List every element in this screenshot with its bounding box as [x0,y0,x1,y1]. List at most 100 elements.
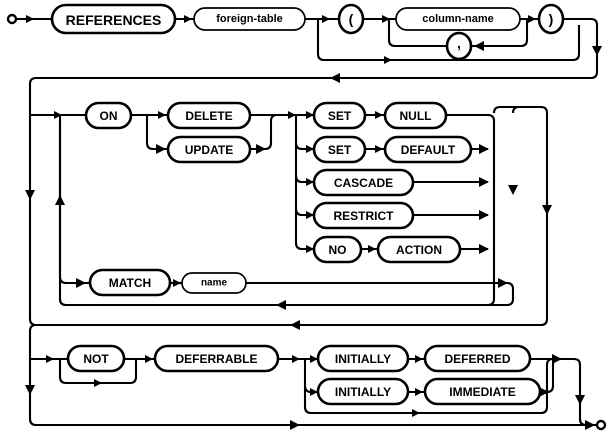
node-initially-deferred-box[interactable] [316,344,410,373]
node-restrict-box[interactable] [312,201,415,230]
node-lparen[interactable]: ( [337,3,365,35]
rail-section2-outer-right [492,105,549,327]
node-set-null[interactable]: SET [312,101,367,130]
node-name-box[interactable] [181,272,247,294]
node-comma[interactable]: , [445,31,473,61]
arrowhead-section3-bottom [290,420,300,430]
node-foreign-table-box[interactable] [193,7,306,31]
node-set-default-box[interactable] [312,135,367,164]
rail-initially-bypass-collector [540,357,554,415]
node-foreign-table-label: foreign-table [216,13,283,25]
node-restrict[interactable]: RESTRICT [312,201,415,230]
arrowhead-setdefault-in [306,145,314,153]
node-initially-immediate-box[interactable] [316,377,410,406]
rail-action-branch-cascade [294,175,314,184]
node-deferrable-label: DEFERRABLE [175,352,257,366]
node-cascade[interactable]: CASCADE [312,168,415,197]
arrowhead-cascade-in [306,178,314,186]
node-no[interactable]: NO [312,235,363,264]
node-deferred-label: DEFERRED [444,352,510,366]
node-delete-box[interactable] [166,101,252,130]
node-match-box[interactable] [88,268,172,297]
node-comma-label: , [457,35,461,51]
rail-section2-exit [28,323,541,352]
arrowhead-section1-drop [592,46,602,56]
node-initially-deferred[interactable]: INITIALLY [316,344,410,373]
node-default[interactable]: DEFAULT [383,135,473,164]
node-update-box[interactable] [166,135,252,164]
nonterminal-boxes: foreign-table column-name name [181,7,521,294]
node-delete[interactable]: DELETE [166,101,252,130]
rail-choice-on-match [58,115,90,285]
node-comma-box[interactable] [445,31,473,61]
node-deferred-box[interactable] [423,344,532,373]
node-immediate-box[interactable] [423,377,542,406]
node-update-label: UPDATE [185,143,233,157]
arrowhead-section3-entry [46,355,54,363]
node-immediate[interactable]: IMMEDIATE [423,377,542,406]
node-rparen[interactable]: ) [537,3,565,35]
rail-bypass-merge [572,25,581,62]
section-deferrable-clause [25,352,597,430]
arrowhead-on-out [158,111,166,119]
node-references-box[interactable] [50,3,177,35]
node-foreign-table[interactable]: foreign-table [193,7,306,31]
rail-paren-group-bypass [316,19,573,62]
node-not-box[interactable] [66,344,126,373]
node-not[interactable]: NOT [66,344,126,373]
node-set-null-box[interactable] [312,101,367,130]
arrowhead-match-branch [76,278,86,288]
node-column-name-box[interactable] [395,7,521,31]
node-not-label: NOT [83,352,109,366]
arrowhead-set-null-out [375,111,383,119]
node-column-name[interactable]: column-name [395,7,521,31]
node-no-label: NO [329,243,347,257]
arrowhead-section2-repeat [276,300,286,310]
node-set-default-label: SET [328,143,352,157]
rail-split-to-update [145,115,168,151]
arrowhead-action-split-in [288,111,296,119]
arrowhead-section2-left-bypass [25,190,35,200]
node-action[interactable]: ACTION [376,235,462,264]
node-references[interactable]: REFERENCES [50,3,177,35]
arrowhead-section2-feed [330,73,340,83]
node-name[interactable]: name [181,272,247,294]
node-initially-immediate[interactable]: INITIALLY [316,377,410,406]
node-cascade-box[interactable] [312,168,415,197]
arrowhead-section2-mid-right [508,185,518,195]
arrowhead-restrict-in [306,211,314,219]
arrowhead-foreigntable-out [322,15,330,23]
node-on[interactable]: ON [84,101,133,130]
rail-section2-repeat-return [58,121,507,307]
arrowhead-restrict-collect [479,210,489,220]
node-default-box[interactable] [383,135,473,164]
node-set-default[interactable]: SET [312,135,367,164]
node-action-box[interactable] [376,235,462,264]
end-terminal-icon [595,419,607,431]
rail-section2-mid-right [511,105,520,114]
node-deferrable[interactable]: DEFERRABLE [153,344,280,373]
rail-action-choice-spine [294,115,314,251]
node-match[interactable]: MATCH [88,268,172,297]
arrowhead-deferred-collect [552,354,562,364]
node-no-box[interactable] [312,235,363,264]
terminal-boxes: REFERENCES ( ) , ON DELETE [50,3,565,406]
node-on-box[interactable] [84,101,133,130]
node-initially-deferred-label: INITIALLY [335,352,391,366]
node-null-label: NULL [400,109,432,123]
node-default-label: DEFAULT [401,143,456,157]
node-action-label: ACTION [396,243,442,257]
arrowhead-immediate-collect [539,387,549,397]
node-rparen-box[interactable] [537,3,565,35]
arrowhead-section3-left-bypass [25,385,35,395]
rail-update-out [250,113,296,151]
node-null[interactable]: NULL [383,101,448,130]
node-null-box[interactable] [383,101,448,130]
node-deferred[interactable]: DEFERRED [423,344,532,373]
node-deferrable-box[interactable] [153,344,280,373]
arrowhead-default-collect [479,144,489,154]
node-update[interactable]: UPDATE [166,135,252,164]
node-lparen-box[interactable] [337,3,365,35]
rail-immediate-to-collector [540,357,560,394]
